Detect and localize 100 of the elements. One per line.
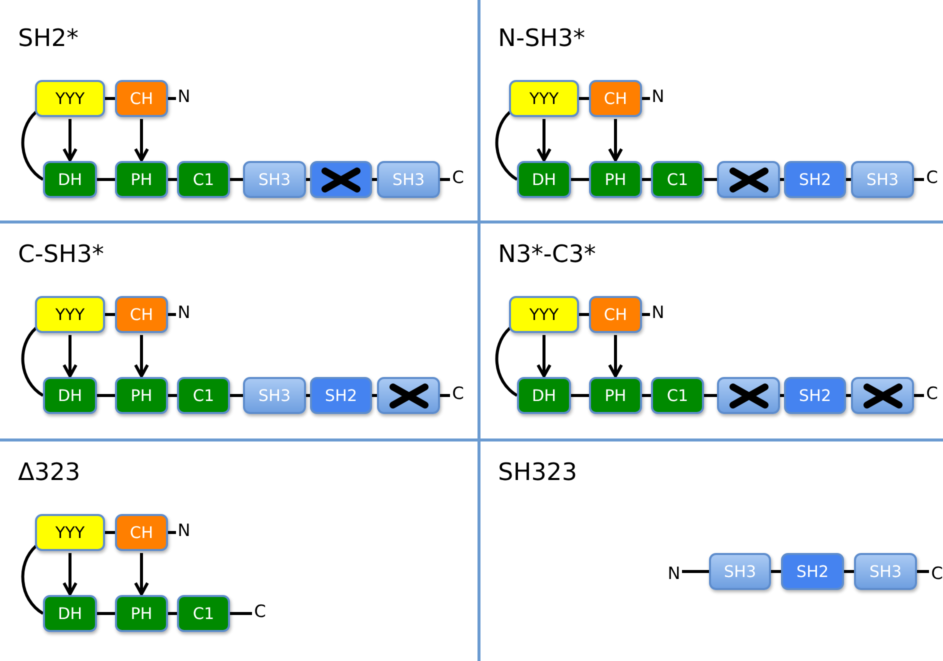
connector-line (495, 110, 518, 181)
domain-box: SH3 (854, 553, 917, 590)
connector-line (21, 544, 44, 615)
connector-line (495, 326, 518, 397)
connector-line (306, 178, 310, 181)
terminus-label: N (176, 85, 192, 109)
arrow (62, 553, 78, 596)
domain-box: SH3 (377, 161, 440, 198)
connector-line (372, 178, 377, 181)
connector-line (168, 394, 177, 397)
connector-line (105, 313, 115, 316)
terminus-label: N (176, 519, 192, 543)
connector-line (440, 394, 450, 397)
domain-box (310, 161, 372, 198)
domain-box: SH2 (784, 377, 846, 414)
connector-line (780, 178, 784, 181)
domain-box: YYY (35, 514, 105, 551)
arrow (536, 119, 552, 162)
domain-box: C1 (651, 377, 704, 414)
panel-title: C-SH3* (18, 240, 104, 268)
connector-line (642, 394, 651, 397)
domain-box: SH3 (709, 553, 771, 590)
connector-line (571, 394, 589, 397)
terminus-label: C (450, 166, 466, 190)
connector-line (846, 394, 851, 397)
panel-title: N3*-C3* (498, 240, 596, 268)
domain-box: YYY (35, 80, 105, 117)
domain-box: PH (589, 377, 642, 414)
connector-line (642, 178, 651, 181)
domain-box: DH (517, 377, 571, 414)
connector-line (440, 178, 450, 181)
domain-box: C1 (177, 377, 230, 414)
terminus-label: C (252, 600, 268, 624)
connector-line (917, 570, 929, 573)
panel-title: Δ323 (18, 458, 80, 486)
domain-box: CH (589, 80, 642, 117)
connector-line (230, 612, 252, 615)
domain-box: SH2 (310, 377, 372, 414)
domain-box: YYY (509, 296, 579, 333)
connector-line (21, 326, 44, 397)
domain-box: C1 (177, 161, 230, 198)
connector-line (372, 394, 377, 397)
terminus-label: C (450, 382, 466, 406)
domain-box (377, 377, 440, 414)
domain-box: PH (115, 161, 168, 198)
connector-line (168, 97, 176, 100)
connector-line (168, 313, 176, 316)
arrow (608, 335, 623, 378)
domain-box: CH (115, 514, 168, 551)
domain-box (717, 161, 780, 198)
connector-line (571, 178, 589, 181)
domain-box: C1 (177, 595, 230, 632)
connector-line (844, 570, 854, 573)
terminus-label: C (924, 166, 940, 190)
terminus-label: N (650, 301, 666, 325)
connector-line (579, 313, 589, 316)
connector-line (97, 394, 115, 397)
domain-box: SH2 (781, 553, 844, 590)
domain-box: DH (517, 161, 571, 198)
arrow (134, 335, 149, 378)
connector-line (21, 110, 44, 181)
arrow (134, 553, 149, 596)
domain-box: SH3 (243, 377, 306, 414)
connector-line (642, 97, 650, 100)
arrow (62, 119, 78, 162)
panel-title: SH2* (18, 24, 79, 52)
domain-box: SH3 (851, 161, 914, 198)
connector-line (846, 178, 851, 181)
terminus-label: N (650, 85, 666, 109)
connector-line (105, 531, 115, 534)
domain-box: C1 (651, 161, 704, 198)
arrow (134, 119, 149, 162)
connector-line (579, 97, 589, 100)
domain-box: SH3 (243, 161, 306, 198)
terminus-label: C (929, 562, 943, 586)
connector-line (704, 394, 717, 397)
domain-box (717, 377, 780, 414)
connector-line (105, 97, 115, 100)
domain-box: DH (43, 595, 97, 632)
connector-line (306, 394, 310, 397)
connector-line (97, 178, 115, 181)
panel-title: N-SH3* (498, 24, 586, 52)
arrow (62, 335, 78, 378)
domain-box: DH (43, 161, 97, 198)
domain-box: YYY (35, 296, 105, 333)
connector-line (771, 570, 781, 573)
domain-box: YYY (509, 80, 579, 117)
connector-line (682, 570, 709, 573)
domain-box: PH (115, 377, 168, 414)
terminus-label: N (176, 301, 192, 325)
connector-line (168, 612, 177, 615)
domain-box (851, 377, 914, 414)
arrow (536, 335, 552, 378)
connector-line (168, 531, 176, 534)
domain-box: DH (43, 377, 97, 414)
connector-line (642, 313, 650, 316)
domain-box: CH (115, 80, 168, 117)
terminus-label: N (666, 562, 682, 586)
connector-line (97, 612, 115, 615)
panel-title: SH323 (498, 458, 578, 486)
